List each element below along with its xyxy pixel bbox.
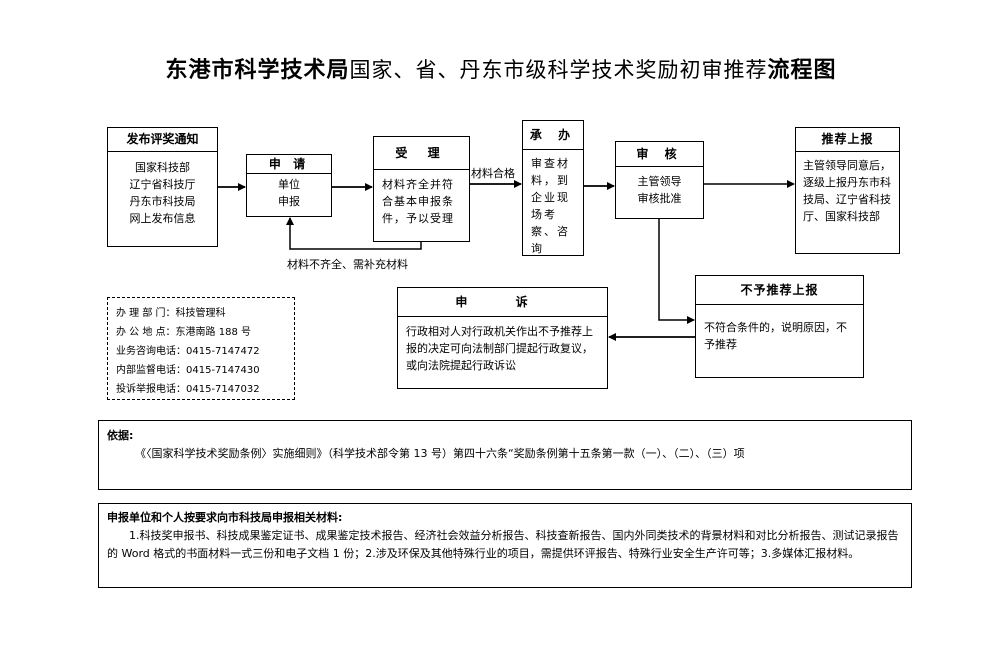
title-part-2: 国家、省、丹东市级科学技术奖励初审推荐 — [349, 58, 768, 82]
contact-line: 办 公 地 点：东港南路 188 号 — [116, 327, 251, 338]
basis-title: 依据: — [107, 429, 134, 442]
node-appeal-body: 行政相对人对行政机关作出不予推荐上报的决定可向法制部门提起行政复议，或向法院提起… — [406, 325, 593, 372]
edge-label-materials-ok: 材料合格 — [471, 167, 515, 180]
node-apply-line: 单位 — [278, 178, 300, 191]
contact-info-box: 办 理 部 门：科技管理科 办 公 地 点：东港南路 188 号 业务咨询电话：… — [107, 297, 295, 400]
node-reject-header: 不予推荐上报 — [696, 276, 863, 305]
node-publish: 发布评奖通知 国家科技部 辽宁省科技厅 丹东市科技局 网上发布信息 — [107, 127, 218, 247]
node-accept-body: 材料齐全并符合基本申报条件，予以受理 — [382, 178, 454, 225]
node-review: 审 核 主管领导 审核批准 — [615, 141, 704, 219]
contact-line: 内部监督电话：0415-7147430 — [116, 365, 260, 376]
basis-box: 依据: 《〈国家科学技术奖励条例〉实施细则》（科学技术部令第 13 号）第四十六… — [98, 420, 912, 490]
node-apply-header: 申 请 — [247, 155, 331, 174]
basis-text: 《〈国家科学技术奖励条例〉实施细则》（科学技术部令第 13 号）第四十六条“奖励… — [135, 447, 745, 460]
node-appeal: 申 诉 行政相对人对行政机关作出不予推荐上报的决定可向法制部门提起行政复议，或向… — [397, 287, 608, 389]
node-publish-line: 辽宁省科技厅 — [129, 178, 196, 191]
node-recommend-body: 主管领导同意后，逐级上报丹东市科技局、辽宁省科技厅、国家科技部 — [803, 159, 891, 223]
node-publish-header: 发布评奖通知 — [108, 128, 217, 152]
contact-line: 业务咨询电话：0415-7147472 — [116, 346, 260, 357]
materials-title: 申报单位和个人按要求向市科技局申报相关材料: — [107, 511, 343, 524]
title-part-1: 东港市科学技术局 — [165, 58, 350, 83]
edge-label-materials-missing: 材料不齐全、需补充材料 — [287, 258, 408, 271]
contact-line: 投诉举报电话：0415-7147032 — [116, 384, 260, 395]
node-apply: 申 请 单位 申报 — [246, 154, 332, 217]
node-accept-header: 受 理 — [374, 137, 469, 170]
node-publish-body: 国家科技部 辽宁省科技厅 丹东市科技局 网上发布信息 — [108, 152, 217, 231]
node-appeal-header: 申 诉 — [398, 288, 607, 317]
node-review-line: 主管领导 — [637, 175, 682, 188]
node-undertake-body: 审查材料，到企业现场考察、咨询 — [531, 157, 570, 255]
node-undertake-header: 承 办 — [523, 121, 583, 150]
materials-text: 1.科技奖申报书、科技成果鉴定证书、成果鉴定技术报告、经济社会效益分析报告、科技… — [107, 529, 899, 560]
node-reject: 不予推荐上报 不符合条件的，说明原因，不予推荐 — [695, 275, 864, 378]
arrow-accept-back-to-apply — [286, 217, 422, 250]
node-publish-line: 网上发布信息 — [129, 212, 196, 225]
node-recommend-header: 推荐上报 — [796, 128, 899, 152]
node-apply-body: 单位 申报 — [247, 174, 331, 214]
node-accept: 受 理 材料齐全并符合基本申报条件，予以受理 — [373, 136, 470, 242]
node-publish-line: 丹东市科技局 — [129, 195, 196, 208]
node-review-header: 审 核 — [616, 142, 703, 167]
node-undertake: 承 办 审查材料，到企业现场考察、咨询 — [522, 120, 584, 256]
node-review-line: 审核批准 — [637, 192, 682, 205]
node-review-body: 主管领导 审核批准 — [616, 167, 703, 211]
contact-line: 办 理 部 门：科技管理科 — [116, 308, 226, 319]
node-publish-line: 国家科技部 — [135, 161, 190, 174]
arrow-review-to-reject — [658, 219, 695, 324]
node-apply-line: 申报 — [278, 195, 300, 208]
title-part-3: 流程图 — [767, 58, 837, 83]
materials-box: 申报单位和个人按要求向市科技局申报相关材料: 1.科技奖申报书、科技成果鉴定证书… — [98, 503, 912, 588]
node-recommend: 推荐上报 主管领导同意后，逐级上报丹东市科技局、辽宁省科技厅、国家科技部 — [795, 127, 900, 254]
node-reject-body: 不符合条件的，说明原因，不予推荐 — [704, 321, 847, 351]
page-title: 东港市科学技术局国家、省、丹东市级科学技术奖励初审推荐流程图 — [0, 52, 1002, 84]
